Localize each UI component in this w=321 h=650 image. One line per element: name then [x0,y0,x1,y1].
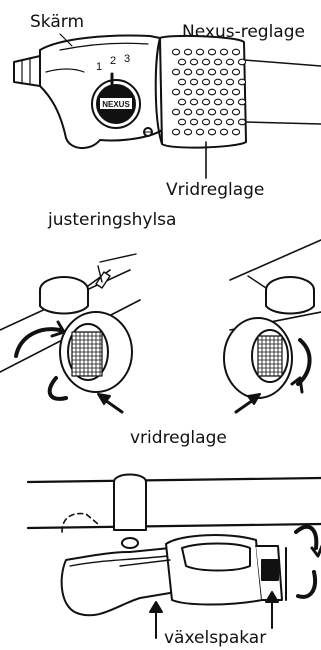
nexus-shifter-label: Nexus-reglage [182,22,305,42]
grip-dot [172,89,179,95]
grip-dot [178,59,185,65]
grip-dot [208,49,215,55]
grip-dot [190,59,197,65]
grip-dot [238,99,245,105]
grip-dot [202,79,209,85]
adjusting-sleeve-label: justeringshylsa [48,210,176,230]
grip-dot [232,129,239,135]
grip-dot [208,69,215,75]
grip-dot [190,79,197,85]
grip-dot [184,129,191,135]
grip-dot [196,129,203,135]
grip-dot [196,89,203,95]
grip-dot [220,89,227,95]
grip-dot [226,119,233,125]
grip-dot [220,109,227,115]
grip-dot [178,79,185,85]
grip-dot [232,69,239,75]
grip-dot [226,59,233,65]
grip-dot [202,119,209,125]
twist-grip-label-top: Vridreglage [166,180,264,200]
grip-dot [226,99,233,105]
grip-dot [202,99,209,105]
grip-dot [214,79,221,85]
grip-dot [196,49,203,55]
grip-dot [238,59,245,65]
grip-dot [184,49,191,55]
grip-dot [214,119,221,125]
grip-dot [214,99,221,105]
grip-dot [202,59,209,65]
grip-dot [184,89,191,95]
shift-lever-drawing [28,475,321,616]
gear-number-3: 3 [124,53,130,65]
grip-dot [226,79,233,85]
grip-dot [172,49,179,55]
grip-dot [238,119,245,125]
shifter-brand-text: NEXUS [102,100,130,109]
grip-dot [208,89,215,95]
grip-dot [220,69,227,75]
grip-dot [232,89,239,95]
grip-dot [178,99,185,105]
nexus-shifter-drawing: NEXUS 1 2 3 [14,36,321,149]
grip-dot [238,79,245,85]
grip-dot [232,109,239,115]
display-label: Skärm [30,12,84,32]
grip-dot [214,59,221,65]
grip-dot [184,69,191,75]
adjusting-sleeve-drawing [0,240,321,399]
grip-dot [172,69,179,75]
grip-dot [172,129,179,135]
grip-dot [220,49,227,55]
grip-dot [220,129,227,135]
grip-dot [190,99,197,105]
gear-number-2: 2 [110,55,116,67]
grip-dot [184,109,191,115]
shift-levers-label: växelspakar [164,628,266,648]
grip-dot [208,129,215,135]
grip-dot [196,69,203,75]
grip-dot [178,119,185,125]
grip-dot [208,109,215,115]
grip-dot [196,109,203,115]
grip-dot [232,49,239,55]
gear-number-1: 1 [96,61,102,73]
grip-dot [190,119,197,125]
grip-dot [172,109,179,115]
twist-grip-label-middle: vridreglage [130,428,227,448]
